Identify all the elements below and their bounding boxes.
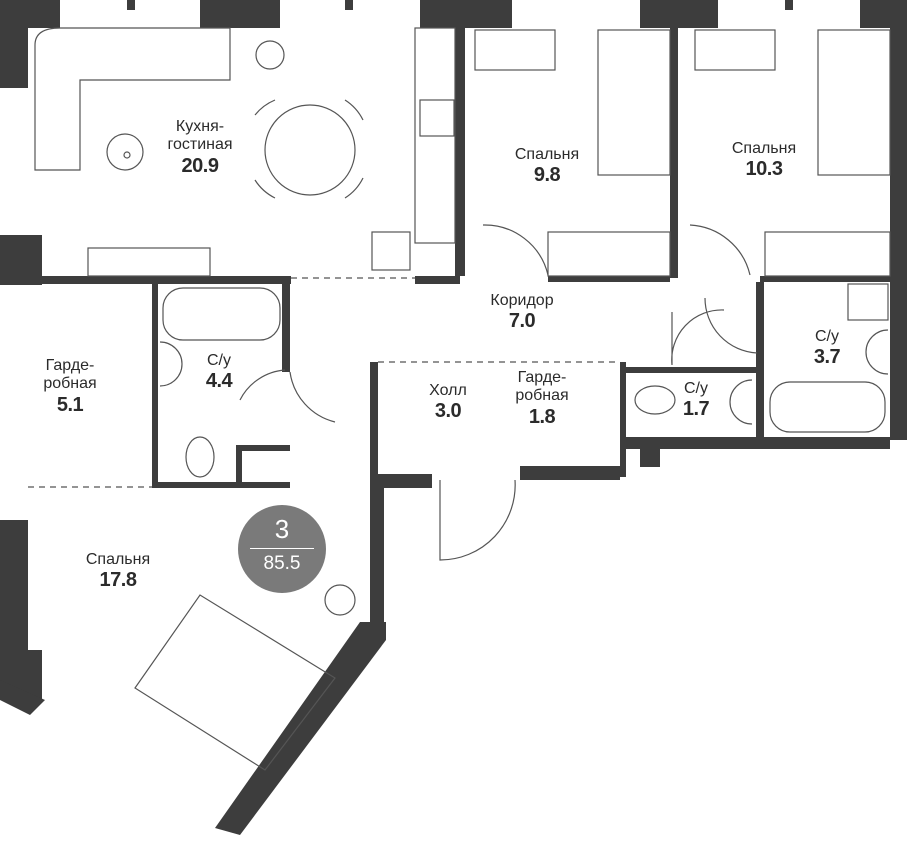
room-name: Спальня [85,551,151,568]
room-area: 9.8 [533,164,561,187]
room-area: 5.1 [56,393,84,416]
total-area: 85.5 [263,553,301,574]
bathtub-icon [162,287,281,341]
room-area: 7.0 [508,310,536,333]
room-label-kitchen-living: Кухня- гостиная 20.9 [167,118,232,178]
room-name: робная [515,387,569,405]
room-label-bedroom-1: Спальня 9.8 [515,146,579,187]
room-label-bathroom-2: С/у 1.7 [682,380,710,421]
room-name: Спальня [514,146,580,163]
room-label-bedroom-master: Спальня 17.8 [86,551,150,592]
room-label-corridor: Коридор 7.0 [490,292,553,333]
sink-icon [371,231,411,271]
door-icon [239,224,758,561]
room-label-bathroom-1: С/у 4.4 [205,352,233,393]
room-name: Холл [429,382,467,399]
room-area: 17.8 [99,569,137,592]
room-name: робная [43,375,97,393]
room-name: Гарде- [45,357,95,374]
room-label-hall: Холл 3.0 [429,382,467,423]
room-name: Коридор [490,292,554,309]
sofa-icon [34,27,231,171]
room-name: Гарде- [517,369,567,386]
room-label-wardrobe-1: Гарде- робная 5.1 [43,357,96,417]
plant-icon [255,40,285,70]
dining-table-icon [264,104,356,196]
washing-machine-icon [847,283,889,321]
room-area: 4.4 [205,370,233,393]
apartment-summary-badge: 3 85.5 [238,505,326,593]
room-name: С/у [207,352,231,369]
room-label-bedroom-2: Спальня 10.3 [732,140,796,181]
washbasin-icon [159,341,183,387]
room-area: 1.7 [682,398,710,421]
room-label-bathroom-3: С/у 3.7 [813,328,841,369]
desk-icon [474,29,556,71]
rooms-count: 3 [274,514,290,544]
room-name: Кухня- [175,118,225,135]
room-label-wardrobe-2: Гарде- робная 1.8 [515,369,568,429]
badge-divider [250,548,314,549]
room-name: гостиная [167,136,233,154]
bed-icon [597,29,671,176]
fixtures [28,27,891,771]
stove-icon [419,99,455,137]
room-area: 3.7 [813,346,841,369]
room-area: 3.0 [434,400,462,423]
bed-icon [134,594,336,771]
room-area: 1.8 [528,405,556,428]
toilet-icon [185,436,215,478]
room-name: Спальня [731,140,797,157]
room-name: С/у [684,380,708,397]
room-name: С/у [815,328,839,345]
room-area: 10.3 [745,158,783,181]
room-area: 20.9 [181,154,219,177]
